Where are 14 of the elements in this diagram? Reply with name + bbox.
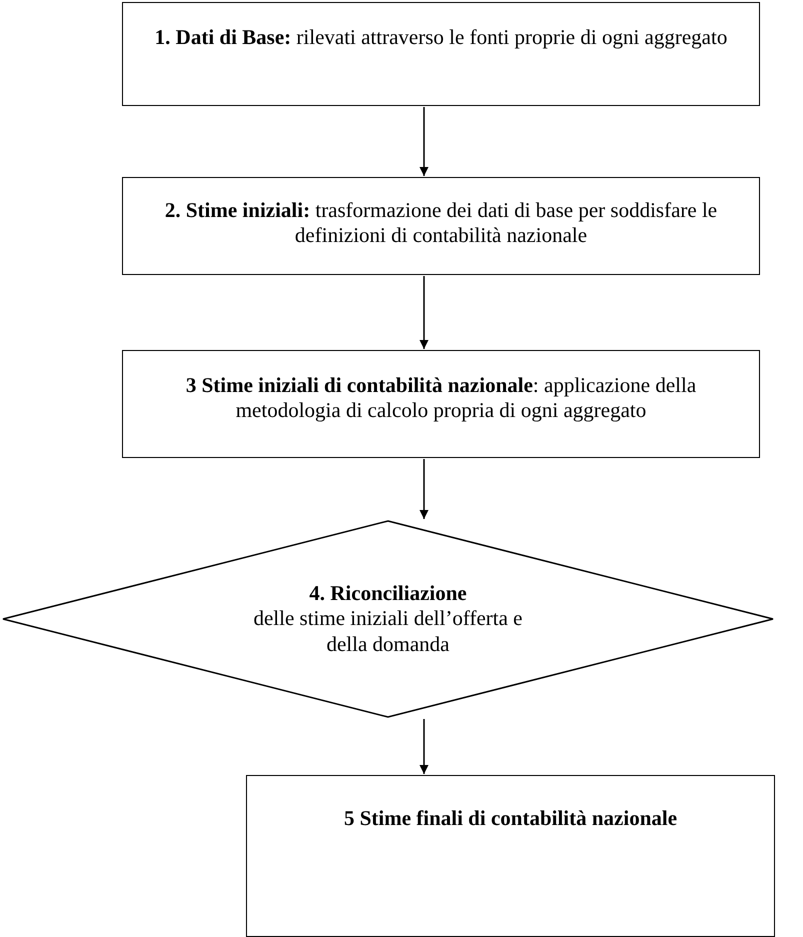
decision-text: delle stime iniziali dell’offerta e della domanda bbox=[252, 606, 524, 657]
box-text: 2. Stime iniziali: trasformazione dei dati di base per soddisfare le definizioni di contabilità nazionale bbox=[164, 198, 718, 248]
box-text: 1. Dati di Base: rilevati attraverso le fonti proprie di ogni aggregato bbox=[154, 25, 728, 50]
process-box bbox=[122, 177, 760, 275]
box-text: 3 Stime iniziali di contabilità nazionale: applicazione della metodologia di calcolo propria di ogni aggregato bbox=[184, 373, 698, 424]
arrow bbox=[420, 719, 428, 774]
decision-heading: 4. Riconciliazione bbox=[309, 581, 467, 606]
process-box bbox=[122, 350, 760, 458]
process-box bbox=[122, 2, 760, 106]
process-box bbox=[246, 775, 775, 937]
arrow bbox=[420, 107, 428, 176]
box-text: 5 Stime finali di contabilità nazionale bbox=[342, 806, 678, 832]
arrow bbox=[420, 276, 428, 349]
arrow bbox=[420, 459, 428, 519]
